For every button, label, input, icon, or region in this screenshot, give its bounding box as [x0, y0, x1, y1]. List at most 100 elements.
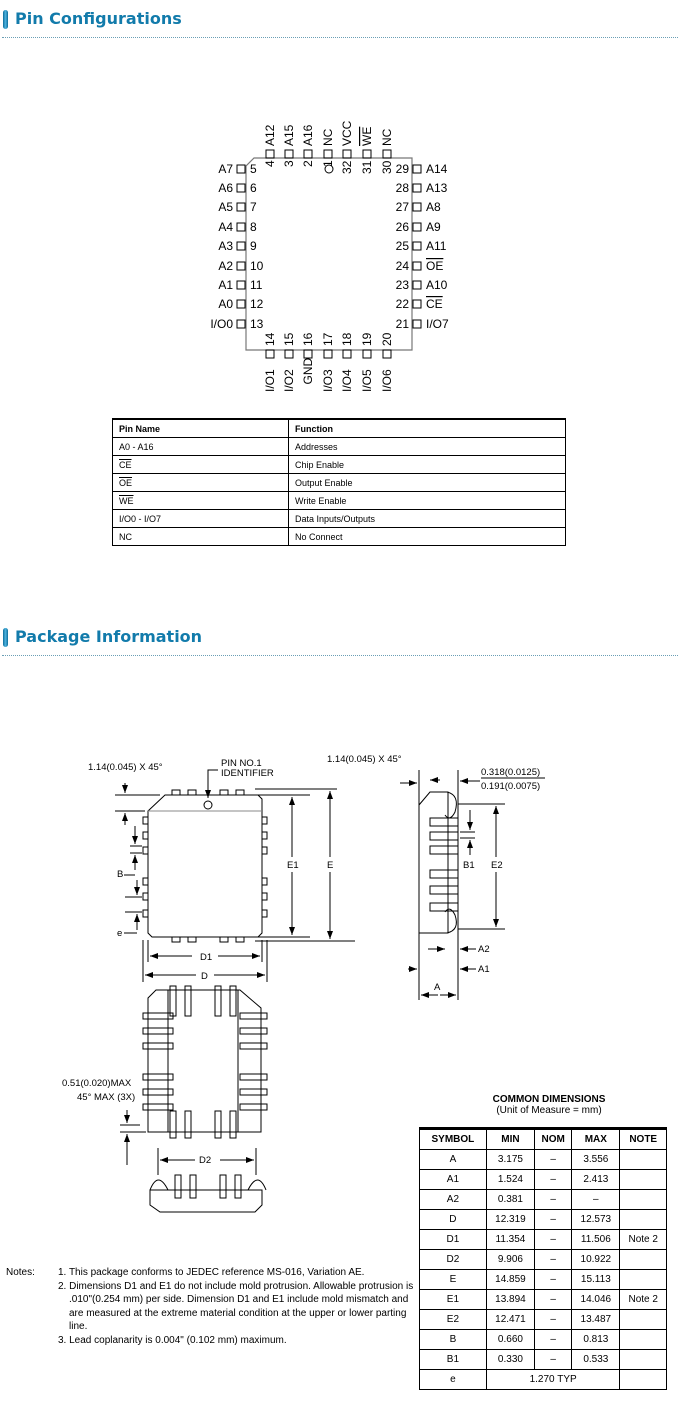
pin-pad: [342, 149, 352, 159]
table-cell: [619, 1269, 667, 1290]
dim-E-label: E: [327, 860, 333, 871]
pin-pad: [323, 349, 333, 359]
dim-A-label: A: [434, 982, 441, 993]
pin-number: 20: [380, 332, 394, 346]
pin-label: CE: [426, 297, 443, 311]
pin1-marker: [324, 164, 334, 174]
dimensions-caption: COMMON DIMENSIONS (Unit of Measure = mm): [419, 1094, 679, 1116]
pin-pad: [412, 241, 422, 251]
pin-pad: [236, 241, 246, 251]
pin-label: A15: [282, 124, 296, 146]
pin-number: 26: [396, 220, 410, 234]
pin-pad: [284, 349, 294, 359]
table-cell: D1: [419, 1229, 487, 1250]
table-cell: 12.471: [485, 1309, 536, 1330]
dim-A2-label: A2: [478, 944, 490, 955]
pin-pad: [412, 222, 422, 232]
top-view: [115, 769, 355, 982]
package-drawing: 1.14(0.045) X 45° PIN NO.1 IDENTIFIER B …: [62, 754, 545, 1213]
pin-label: A11: [426, 239, 447, 253]
dim-D-label: D: [201, 971, 208, 982]
dim-B1-label: B1: [463, 860, 475, 871]
table-cell: D2: [419, 1249, 487, 1270]
table-cell: –: [534, 1349, 573, 1370]
dim-E2-label: E2: [491, 860, 503, 871]
table-cell: [619, 1349, 667, 1370]
pin-label: NC: [380, 128, 394, 146]
pin-number: 1: [321, 160, 335, 167]
table-cell: 0.381: [485, 1189, 536, 1210]
dim-B-label: B: [117, 869, 123, 880]
pin-pad: [362, 149, 372, 159]
pin-name-cell: OE: [112, 473, 289, 492]
pin-number: 24: [396, 259, 410, 273]
table-cell: A: [419, 1149, 487, 1170]
table-cell: –: [571, 1189, 621, 1210]
pin-label: A14: [426, 162, 448, 176]
function-cell: Write Enable: [288, 491, 566, 510]
pin-number: 4: [263, 160, 277, 167]
pin-label: OE: [426, 259, 443, 273]
function-cell: Addresses: [288, 437, 566, 456]
table-cell: E: [419, 1269, 487, 1290]
pin-pad: [236, 222, 246, 232]
pin-label: I/O4: [340, 369, 354, 392]
pin-number: 19: [360, 332, 374, 346]
table-cell: –: [534, 1249, 573, 1270]
pin-number: 9: [250, 239, 257, 253]
pin-number: 15: [282, 332, 296, 346]
pin-number: 29: [396, 162, 410, 176]
section-bar-icon: [3, 10, 8, 29]
table-cell: 3.175: [485, 1149, 536, 1170]
notes-label: Notes:: [6, 1267, 35, 1278]
pin-number: 31: [360, 160, 374, 174]
note-item: 3. Lead coplanarity is 0.004" (0.102 mm)…: [58, 1334, 287, 1346]
package-body: [245, 157, 413, 351]
table-cell: –: [534, 1329, 573, 1350]
pin-name-cell: CE: [112, 455, 289, 474]
table-cell: 13.894: [485, 1289, 536, 1310]
pin-pad: [265, 349, 275, 359]
table-cell: [619, 1249, 667, 1270]
table-cell: A2: [419, 1189, 487, 1210]
pin-number: 8: [250, 220, 257, 234]
pin-pad: [362, 349, 372, 359]
table-cell: 10.922: [571, 1249, 621, 1270]
pin-label: I/O6: [380, 369, 394, 392]
pin-label: WE: [360, 127, 374, 146]
pin-label: VCC: [340, 120, 354, 146]
pin-number: 7: [250, 200, 257, 214]
pin-number: 22: [396, 297, 410, 311]
table-cell: –: [534, 1209, 573, 1230]
pin-label: GND: [301, 358, 315, 385]
table-cell: 14.046: [571, 1289, 621, 1310]
table-cell: 3.556: [571, 1149, 621, 1170]
pin-pad: [236, 299, 246, 309]
pin-name-cell: A0 - A16: [112, 437, 289, 456]
column-header: MIN: [485, 1128, 536, 1150]
table-cell: E2: [419, 1309, 487, 1330]
lead-thickness-max: 0.318(0.0125): [481, 767, 540, 778]
table-cell: e: [419, 1369, 487, 1390]
pin-label: A0: [218, 297, 233, 311]
table-cell: 14.859: [485, 1269, 536, 1290]
pin-name-cell: WE: [112, 491, 289, 510]
pin-number: 5: [250, 162, 257, 176]
dim-E1-label: E1: [287, 860, 299, 871]
function-cell: No Connect: [288, 527, 566, 546]
table-cell: D: [419, 1209, 487, 1230]
pin-number: 12: [250, 297, 264, 311]
table-cell: 0.660: [485, 1329, 536, 1350]
